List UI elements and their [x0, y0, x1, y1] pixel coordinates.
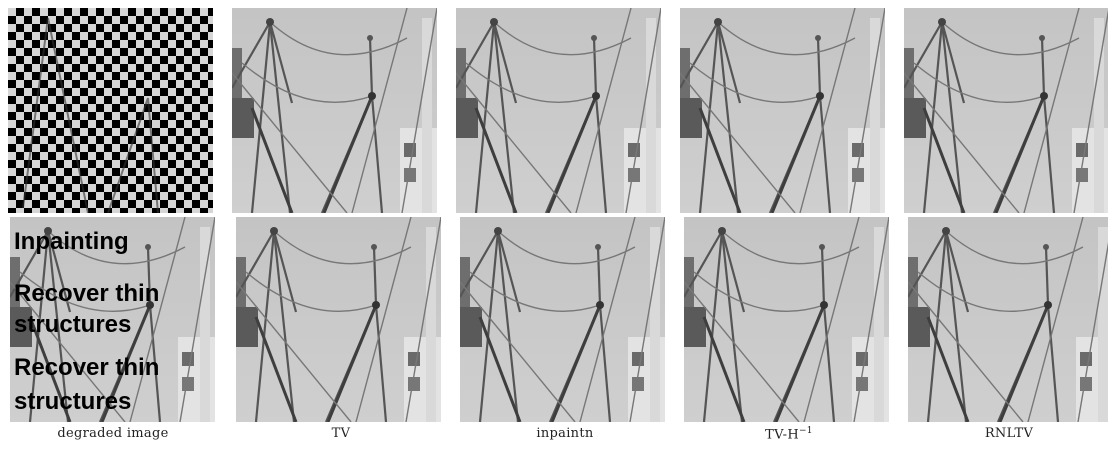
- text-overlay: Inpainting Recover thin structures Recov…: [10, 217, 215, 422]
- overlay-line-4: Recover thin: [14, 354, 160, 381]
- result-tv-h-row1: [680, 8, 885, 213]
- result-rnltv-row1: [904, 8, 1108, 213]
- caption-tv: TV: [331, 426, 351, 441]
- caption-tv-h-text: TV-H: [765, 427, 799, 443]
- overlay-line-5: structures: [14, 388, 132, 415]
- caption-tv-h: TV-H−1: [684, 426, 894, 442]
- checkerboard-mask: [8, 8, 213, 213]
- result-inpaintn-row1: [456, 8, 661, 213]
- overlay-line-2: Recover thin: [14, 280, 160, 307]
- result-tv-h-row2: [684, 217, 889, 422]
- degraded-text-overlay-image: [10, 217, 215, 422]
- caption-tv-h-exponent: −1: [798, 426, 813, 436]
- result-inpaintn-row2: [460, 217, 665, 422]
- result-tv-row1: [232, 8, 437, 213]
- caption-degraded-image: degraded image: [57, 426, 169, 441]
- result-tv-row2: [236, 217, 441, 422]
- overlay-line-1: Inpainting: [14, 228, 129, 255]
- caption-rnltv: RNLTV: [984, 426, 1034, 441]
- overlay-line-3: structures: [14, 311, 132, 338]
- degraded-checkerboard-image: [8, 8, 213, 213]
- caption-inpaintn: inpaintn: [536, 426, 594, 441]
- result-rnltv-row2: [908, 217, 1108, 422]
